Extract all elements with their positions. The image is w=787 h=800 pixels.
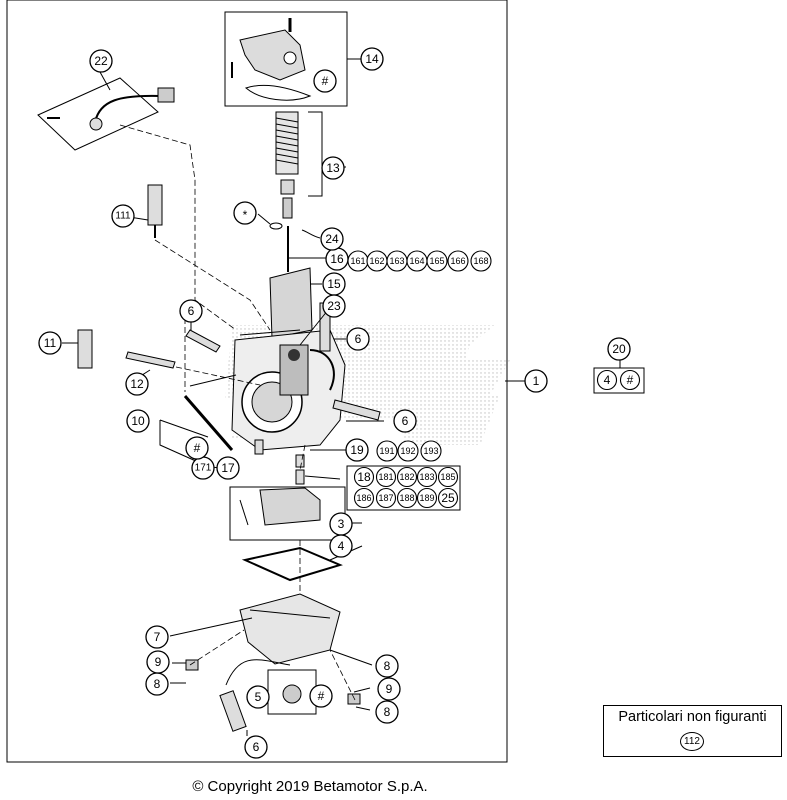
- assembly-guide-lines: [119, 124, 356, 701]
- callout-9-right: 9: [386, 682, 393, 696]
- callout-8-left: 8: [154, 677, 161, 691]
- callout-13: 13: [326, 161, 340, 175]
- callout-9-left: 9: [155, 655, 162, 669]
- needle-option: 168: [473, 256, 488, 266]
- callout-6-bottom: 6: [253, 740, 260, 754]
- parts-not-shown-title: Particolari non figuranti: [618, 709, 767, 725]
- copyright-text: © Copyright 2019 Betamotor S.p.A.: [192, 778, 428, 795]
- parts-not-shown-box: Particolari non figuranti 112: [603, 705, 782, 757]
- needle-options: 161 162 163 164 165 166 168: [347, 250, 492, 272]
- jet19-option: 192: [400, 446, 415, 456]
- hot-start-cable-part: [37, 77, 175, 151]
- callout-8-right-top: 8: [384, 659, 391, 673]
- group-20-item: #: [627, 373, 634, 387]
- callout-16: 16: [330, 252, 344, 266]
- callout-6-right: 6: [355, 332, 362, 346]
- callout-17: 17: [221, 461, 235, 475]
- callout-10: 10: [131, 414, 145, 428]
- callout-labels: 1 3 4 5 6 6 6 6 7 8 8 8 9 9 10 11 12 13 …: [44, 52, 626, 754]
- needle-option: 165: [429, 256, 444, 266]
- needle-option: 161: [350, 256, 365, 266]
- callout-22: 22: [94, 54, 108, 68]
- callout-7: 7: [154, 630, 161, 644]
- float-part: [229, 486, 362, 541]
- jet18-cell: 186: [356, 493, 371, 503]
- callout-hash-14: #: [322, 74, 329, 88]
- callout-8-right-bottom: 8: [384, 705, 391, 719]
- callout-11: 11: [44, 336, 57, 350]
- callout-6-body: 6: [402, 414, 409, 428]
- jet19-options: 191 192 193: [376, 440, 442, 462]
- jet18-cell: 183: [419, 472, 434, 482]
- callout-6-left: 6: [188, 304, 195, 318]
- callout-19: 19: [350, 443, 364, 457]
- throttle-lever-part: [224, 11, 362, 107]
- jet18-cell: 189: [419, 493, 434, 503]
- jet18-cell: 187: [378, 493, 393, 503]
- callout-circles: [38, 47, 631, 759]
- callout-3: 3: [338, 517, 345, 531]
- needle-option: 166: [450, 256, 465, 266]
- callout-20: 20: [612, 342, 626, 356]
- callout-24: 24: [325, 232, 339, 246]
- callout-star: *: [243, 208, 248, 222]
- jet18-cell: 182: [399, 472, 414, 482]
- jet-needle-part: [287, 226, 321, 272]
- float-bowl-part: [169, 593, 361, 732]
- group-20-box: 4 #: [593, 367, 645, 394]
- callout-1: 1: [533, 374, 540, 388]
- group-20-item: 4: [604, 373, 611, 387]
- screw-parts: [77, 184, 381, 485]
- callout-111: 111: [115, 211, 131, 222]
- callout-12: 12: [130, 377, 144, 391]
- callout-14: 14: [365, 52, 379, 66]
- needle-option: 162: [369, 256, 384, 266]
- callout-5: 5: [255, 690, 262, 704]
- jet18-cell: 25: [441, 491, 455, 505]
- needle-option: 163: [389, 256, 404, 266]
- callout-4: 4: [338, 539, 345, 553]
- callout-15: 15: [327, 277, 341, 291]
- callout-23: 23: [327, 299, 341, 313]
- jet19-option: 191: [379, 446, 394, 456]
- callout-hash-10: #: [194, 441, 201, 455]
- jet19-option: 193: [423, 446, 438, 456]
- needle-option: 164: [409, 256, 424, 266]
- jet18-cell: 181: [378, 472, 393, 482]
- callout-hash-5: #: [318, 689, 325, 703]
- jet18-cell: 185: [440, 472, 455, 482]
- jet18-cell: 18: [357, 470, 371, 484]
- carburetor-body-part: [231, 329, 346, 451]
- callout-171: 171: [195, 463, 212, 474]
- jet18-cell: 188: [399, 493, 414, 503]
- parts-not-shown-code: 112: [680, 732, 704, 751]
- main-jet-table: 18 181 182 183 185 186 187 188 189 25: [346, 465, 461, 511]
